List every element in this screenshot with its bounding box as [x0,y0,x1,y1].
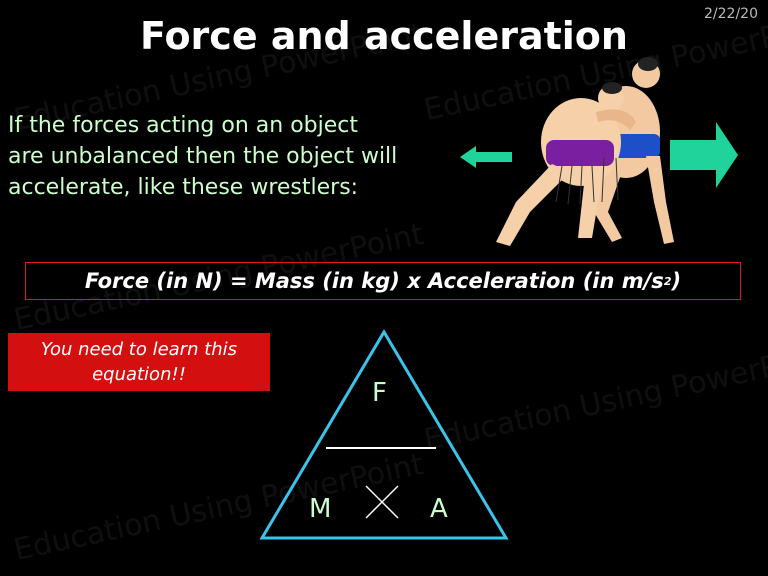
arrow-left-icon [460,146,512,168]
equation-superscript: 2 [663,274,672,288]
triangle-mass-label: M [309,494,332,524]
learn-note: You need to learn this equation!! [8,333,270,391]
slide-title: Force and acceleration [140,14,628,58]
equation-text: Force (in N) = Mass (in kg) x Accelerati… [84,269,664,293]
slide-date: 2/22/20 [704,6,758,22]
intro-line: accelerate, like these wrestlers: [8,175,359,200]
triangle-acceleration-label: A [430,494,448,524]
formula-triangle: F M A [258,328,510,546]
intro-text: If the forces acting on an object are un… [8,110,448,203]
equation-close: ) [671,269,682,293]
triangle-outline [259,329,509,540]
triangle-force-label: F [372,378,387,408]
equation-box: Force (in N) = Mass (in kg) x Accelerati… [25,262,741,300]
sumo-wrestlers-illustration [496,57,674,246]
arrow-right-icon [670,122,738,188]
learn-note-line: equation!! [92,364,186,385]
learn-note-line: You need to learn this [40,339,238,360]
intro-line: If the forces acting on an object [8,113,359,138]
intro-line: are unbalanced then the object will [8,144,398,169]
